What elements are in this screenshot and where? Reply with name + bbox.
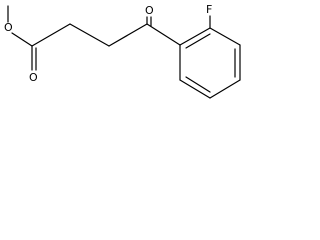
atom-label-o-methoxy: O — [4, 21, 13, 34]
atom-label-fluorine: F — [206, 3, 212, 16]
atom-label-o-ketone: O — [145, 4, 154, 17]
bond-ch2-ketone — [108, 23, 148, 47]
atom-label-o-ester: O — [29, 71, 38, 84]
ring-inner-3 — [185, 76, 211, 93]
bond-ch2-ch2 — [69, 23, 110, 47]
ring-bond-2 — [209, 27, 241, 46]
bond-o-ester-c — [11, 32, 33, 47]
ring-inner-1 — [185, 33, 211, 49]
ring-bond-1 — [179, 27, 211, 46]
structure-canvas: O O O F — [0, 0, 254, 132]
ring-bond-4 — [209, 79, 241, 99]
ring-bond-5 — [179, 79, 211, 99]
molecule-drawing: O O O F — [4, 3, 241, 99]
bond-ester-ch2 — [31, 23, 71, 47]
bonds — [7, 5, 241, 99]
bond-ketone-ring — [146, 23, 181, 46]
atom-labels: O O O F — [4, 3, 212, 84]
